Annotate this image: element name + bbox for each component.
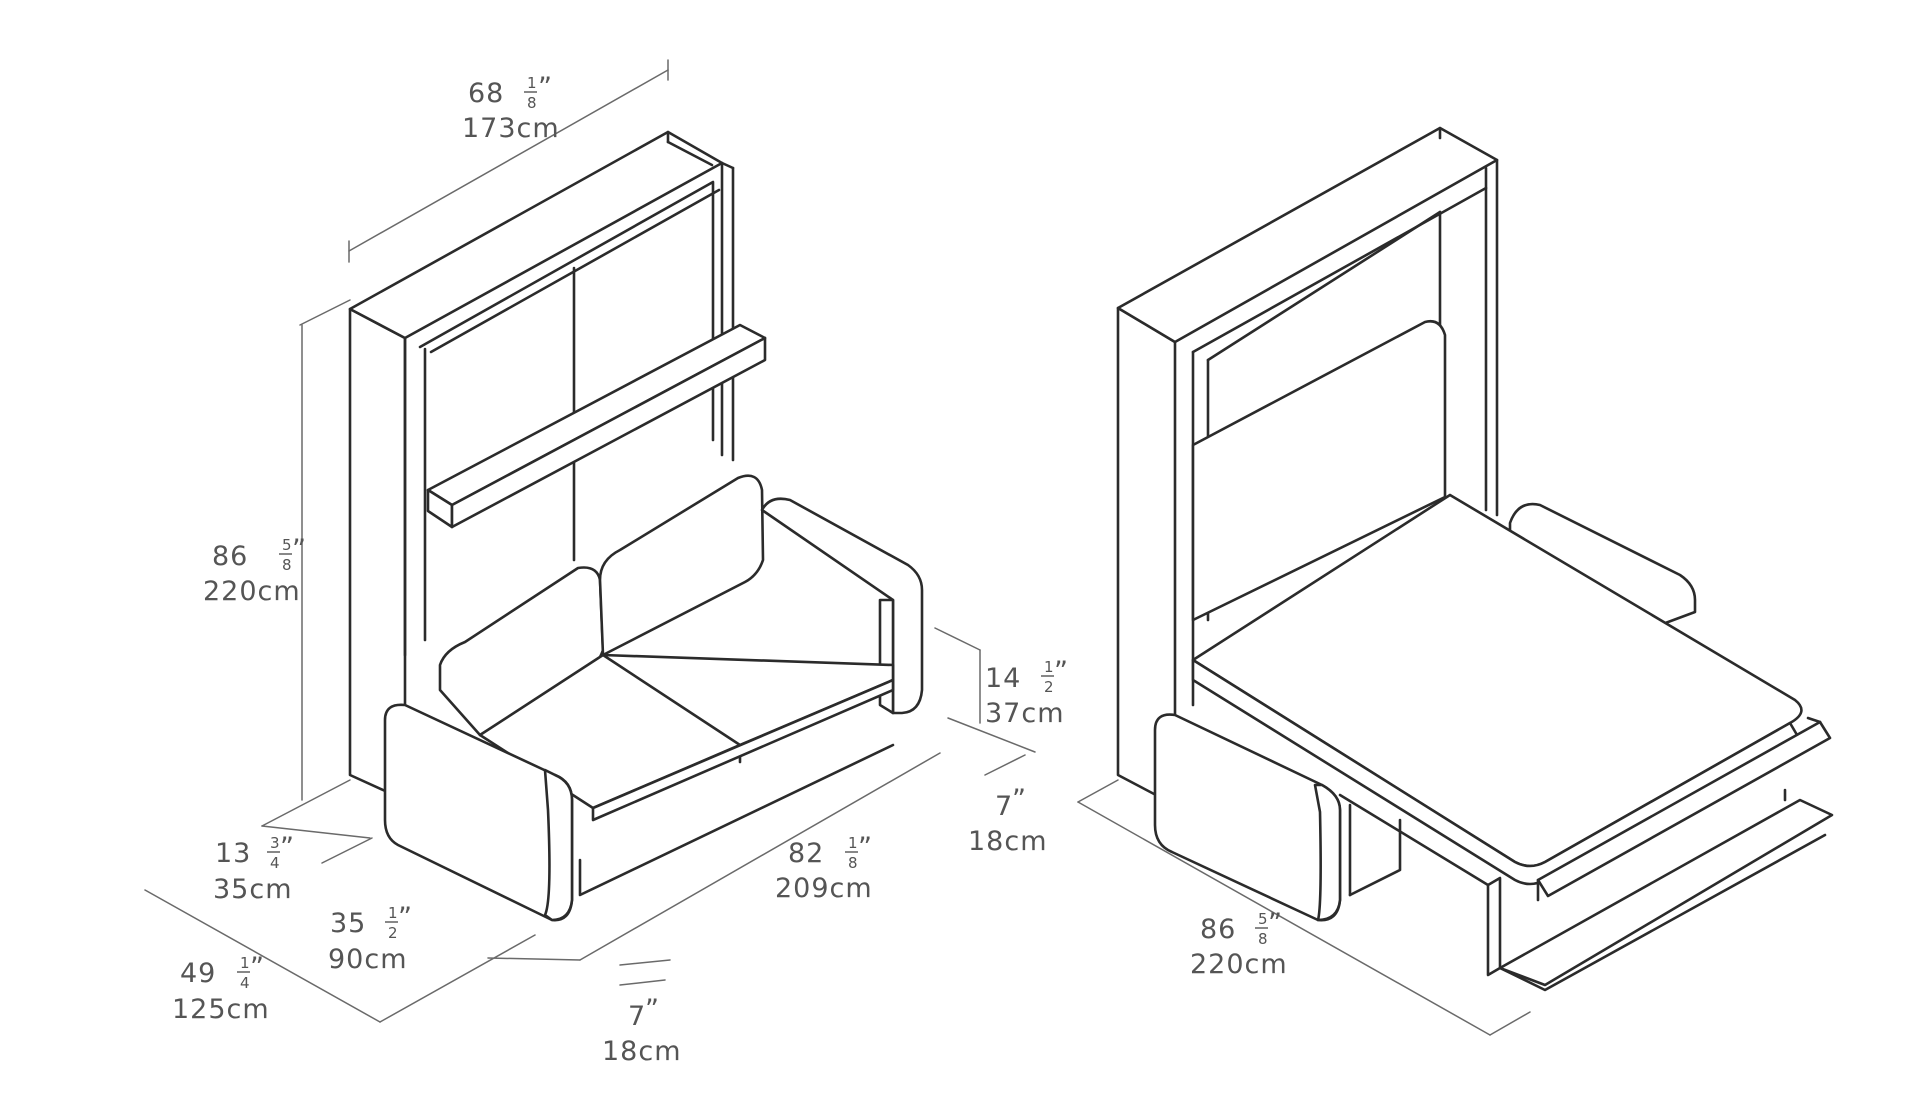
label-overall-height: 86 5 8 ” 220cm	[203, 534, 307, 607]
left-dimension-lines	[144, 59, 1036, 1023]
label-cabinet-depth-inches: 13	[215, 838, 251, 869]
svg-text:8: 8	[282, 556, 292, 574]
bed-cabinet-frame	[1191, 158, 1499, 707]
svg-text:”: ”	[250, 952, 265, 983]
label-total-depth: 49 1 4 ” 125cm	[172, 952, 270, 1025]
label-cabinet-depth-cm: 35cm	[213, 874, 293, 905]
svg-text:”: ”	[858, 832, 873, 863]
svg-text:”: ”	[1012, 784, 1027, 815]
svg-text:1: 1	[848, 834, 858, 852]
sofa-left-armrest	[383, 703, 574, 922]
label-sofa-depth-cm: 90cm	[328, 944, 408, 975]
label-right-offset-cm: 18cm	[968, 826, 1048, 857]
label-bottom-offset: 7 ” 18cm	[602, 994, 682, 1067]
label-seat-height-cm: 37cm	[985, 698, 1065, 729]
label-sofa-length: 82 1 8 ” 209cm	[775, 832, 873, 904]
sofa-seat-cushions	[478, 653, 895, 897]
svg-text:”: ”	[1268, 908, 1283, 939]
label-total-depth-inches: 49	[180, 958, 216, 989]
label-bed-length: 86 5 8 ” 220cm	[1190, 908, 1288, 980]
bed-configuration-drawing	[1077, 126, 1834, 1036]
cabinet-top	[348, 130, 724, 340]
label-bottom-offset-cm: 18cm	[602, 1036, 682, 1067]
label-sofa-depth: 35 1 2 ” 90cm	[328, 902, 413, 975]
label-bottom-offset-inches: 7	[628, 1001, 646, 1032]
label-overall-width: 68 1 8 ” 173cm	[462, 72, 560, 144]
svg-text:”: ”	[538, 72, 553, 103]
sofa-configuration-drawing	[144, 59, 1036, 1023]
bed-left-armrest	[1153, 713, 1342, 922]
svg-text:8: 8	[527, 94, 537, 112]
label-cabinet-depth: 13 3 4 ” 35cm	[213, 832, 295, 905]
label-total-depth-cm: 125cm	[172, 994, 270, 1025]
label-sofa-length-cm: 209cm	[775, 873, 873, 904]
shelf	[426, 323, 767, 529]
bed-right-armrest	[1508, 502, 1697, 627]
label-right-offset-inches: 7	[995, 791, 1013, 822]
svg-text:”: ”	[280, 832, 295, 863]
svg-text:”: ”	[645, 994, 660, 1025]
label-sofa-length-inches: 82	[788, 838, 824, 869]
svg-text:1: 1	[527, 74, 537, 92]
svg-text:4: 4	[240, 974, 250, 992]
svg-text:2: 2	[1044, 678, 1054, 696]
svg-text:1: 1	[240, 954, 250, 972]
bed-mattress	[1191, 493, 1832, 902]
label-bed-length-inches: 86	[1200, 914, 1236, 945]
sofa-back-cushions	[438, 474, 765, 737]
svg-text:8: 8	[1258, 930, 1268, 948]
label-overall-height-inches: 86	[212, 541, 248, 572]
label-overall-height-cm: 220cm	[203, 576, 301, 607]
svg-text:”: ”	[292, 534, 307, 565]
bed-support-frame	[1338, 788, 1834, 992]
label-seat-height: 14 1 2 ” 37cm	[985, 656, 1069, 729]
svg-text:5: 5	[1258, 910, 1268, 928]
label-bed-length-cm: 220cm	[1190, 949, 1288, 980]
svg-text:3: 3	[270, 834, 280, 852]
svg-text:1: 1	[388, 904, 398, 922]
svg-text:8: 8	[848, 854, 858, 872]
svg-text:1: 1	[1044, 658, 1054, 676]
svg-text:2: 2	[388, 924, 398, 942]
svg-text:5: 5	[282, 536, 292, 554]
label-sofa-depth-inches: 35	[330, 908, 366, 939]
svg-text:4: 4	[270, 854, 280, 872]
label-right-offset: 7 ” 18cm	[968, 784, 1048, 857]
label-overall-width-cm: 173cm	[462, 113, 560, 144]
svg-text:”: ”	[1054, 656, 1069, 687]
right-dimension-lines	[1077, 779, 1531, 1036]
label-seat-height-inches: 14	[985, 663, 1021, 694]
dimension-labels: 68 1 8 ” 173cm 86 5 8 ” 220cm 14 1 2 ” 3…	[172, 72, 1288, 1067]
svg-text:”: ”	[398, 902, 413, 933]
label-overall-width-inches: 68	[468, 78, 504, 109]
